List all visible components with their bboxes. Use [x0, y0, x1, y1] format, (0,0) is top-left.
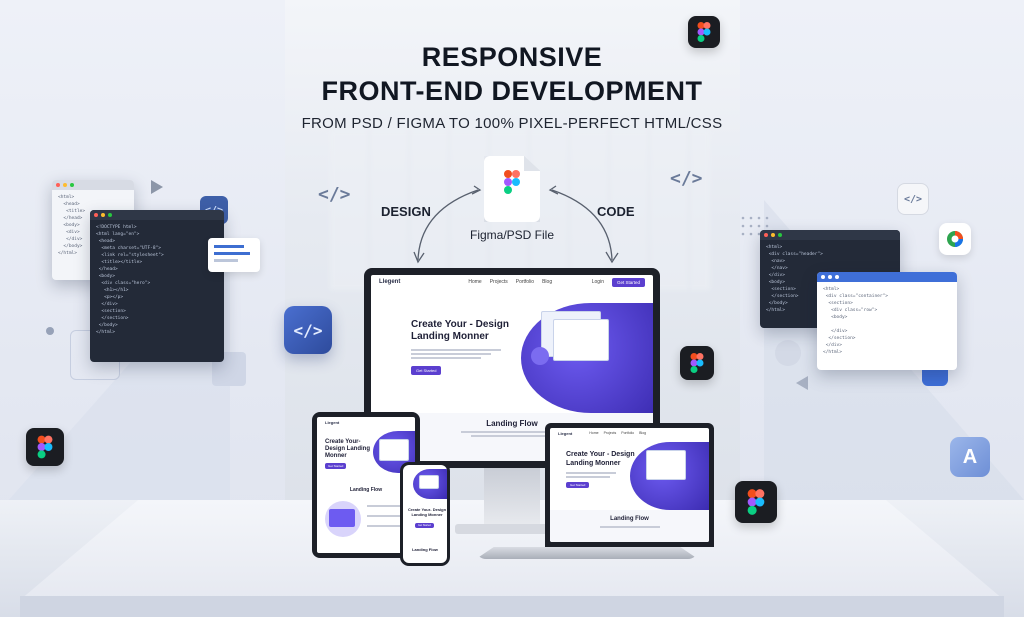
code-brackets-icon: </>: [284, 306, 332, 354]
nav-link[interactable]: Projects: [489, 279, 508, 285]
phone-screen: Create Your- Design Landing Monner Get S…: [403, 465, 447, 563]
headline-line-2: FRONT-END DEVELOPMENT: [321, 76, 703, 106]
site-logo: Llegent: [379, 279, 401, 285]
section-title: Landing Flow: [486, 419, 538, 428]
hero-title: Create Your-Design Landing Monner: [325, 439, 370, 459]
hero-title: Create Your - Design Landing Monner: [411, 319, 509, 342]
decorative-circle: [775, 340, 801, 366]
chart-icon: [939, 223, 971, 255]
stage-edge: [20, 596, 1004, 617]
phone-device: Create Your- Design Landing Monner Get S…: [400, 462, 450, 566]
app-store-icon: A: [950, 437, 990, 477]
play-icon: [151, 180, 163, 194]
figma-icon: [680, 346, 714, 380]
headline-line-1: RESPONSIVE: [421, 42, 603, 72]
laptop-screen: Llegent Home Projects Portfolio Blog Cre…: [550, 428, 709, 542]
section-title: Landing Flow: [610, 516, 649, 522]
flow-arrows: [413, 185, 619, 264]
nav-link[interactable]: Blog: [639, 431, 647, 435]
nav-login[interactable]: Login: [591, 279, 604, 285]
nav-link[interactable]: Blog: [542, 279, 553, 285]
site-logo: Llegent: [325, 419, 340, 425]
figma-icon: [688, 16, 720, 48]
site-nav: Llegent Home Projects Portfolio Blog Log…: [371, 275, 653, 289]
nav-link[interactable]: Projects: [603, 431, 617, 435]
code-brackets-icon: </>: [670, 168, 703, 189]
code-window-light: <html> <div class="container"> <section>…: [817, 272, 957, 370]
decorative-dot: [46, 327, 54, 335]
design-label: DESIGN: [381, 204, 431, 219]
figma-file-icon: [484, 156, 540, 222]
tablet-screen: Llegent Create Your-Design Landing Monne…: [317, 417, 415, 553]
subtitle: FROM PSD / FIGMA TO 100% PIXEL-PERFECT H…: [301, 115, 723, 132]
figma-icon: [26, 428, 64, 466]
monitor-stand: [484, 468, 540, 528]
figma-icon: [735, 481, 777, 523]
code-label: CODE: [597, 204, 635, 219]
nav-button[interactable]: Get Started: [611, 277, 645, 287]
section-title: Landing Flow: [412, 547, 438, 552]
laptop-base: [476, 547, 698, 559]
laptop-device: Llegent Home Projects Portfolio Blog Cre…: [545, 423, 714, 547]
hero-cta-button[interactable]: Get Started: [415, 523, 434, 528]
decorative-triangle: [796, 376, 808, 390]
hero-illustration-card: [553, 319, 609, 361]
figma-file-label: Figma/PSD File: [470, 228, 555, 242]
hero-title: Create Your- Design Landing Monner: [407, 507, 447, 517]
code-window-dark: <!DOCTYPE html> <html lang="en"> <head> …: [90, 210, 224, 362]
site-logo: Llegent: [558, 430, 573, 436]
hero-cta-button[interactable]: Get Started: [325, 463, 347, 469]
nav-link[interactable]: Portfolio: [621, 431, 635, 435]
hero-title: Create Your - Design Landing Monner: [566, 451, 635, 467]
nav-link[interactable]: Portfolio: [515, 279, 535, 285]
hero-cta-button[interactable]: Get Started: [566, 482, 590, 488]
nav-link[interactable]: Home: [589, 431, 599, 435]
nav-link[interactable]: Home: [468, 279, 482, 285]
ui-widget-card: [208, 238, 260, 272]
code-brackets-icon: </>: [318, 184, 351, 205]
code-brackets-icon: </>: [897, 183, 929, 215]
section-title: Landing Flow: [349, 487, 383, 493]
hero-cta-button[interactable]: Get Started: [411, 366, 442, 375]
monitor-stand-base: [455, 524, 569, 534]
